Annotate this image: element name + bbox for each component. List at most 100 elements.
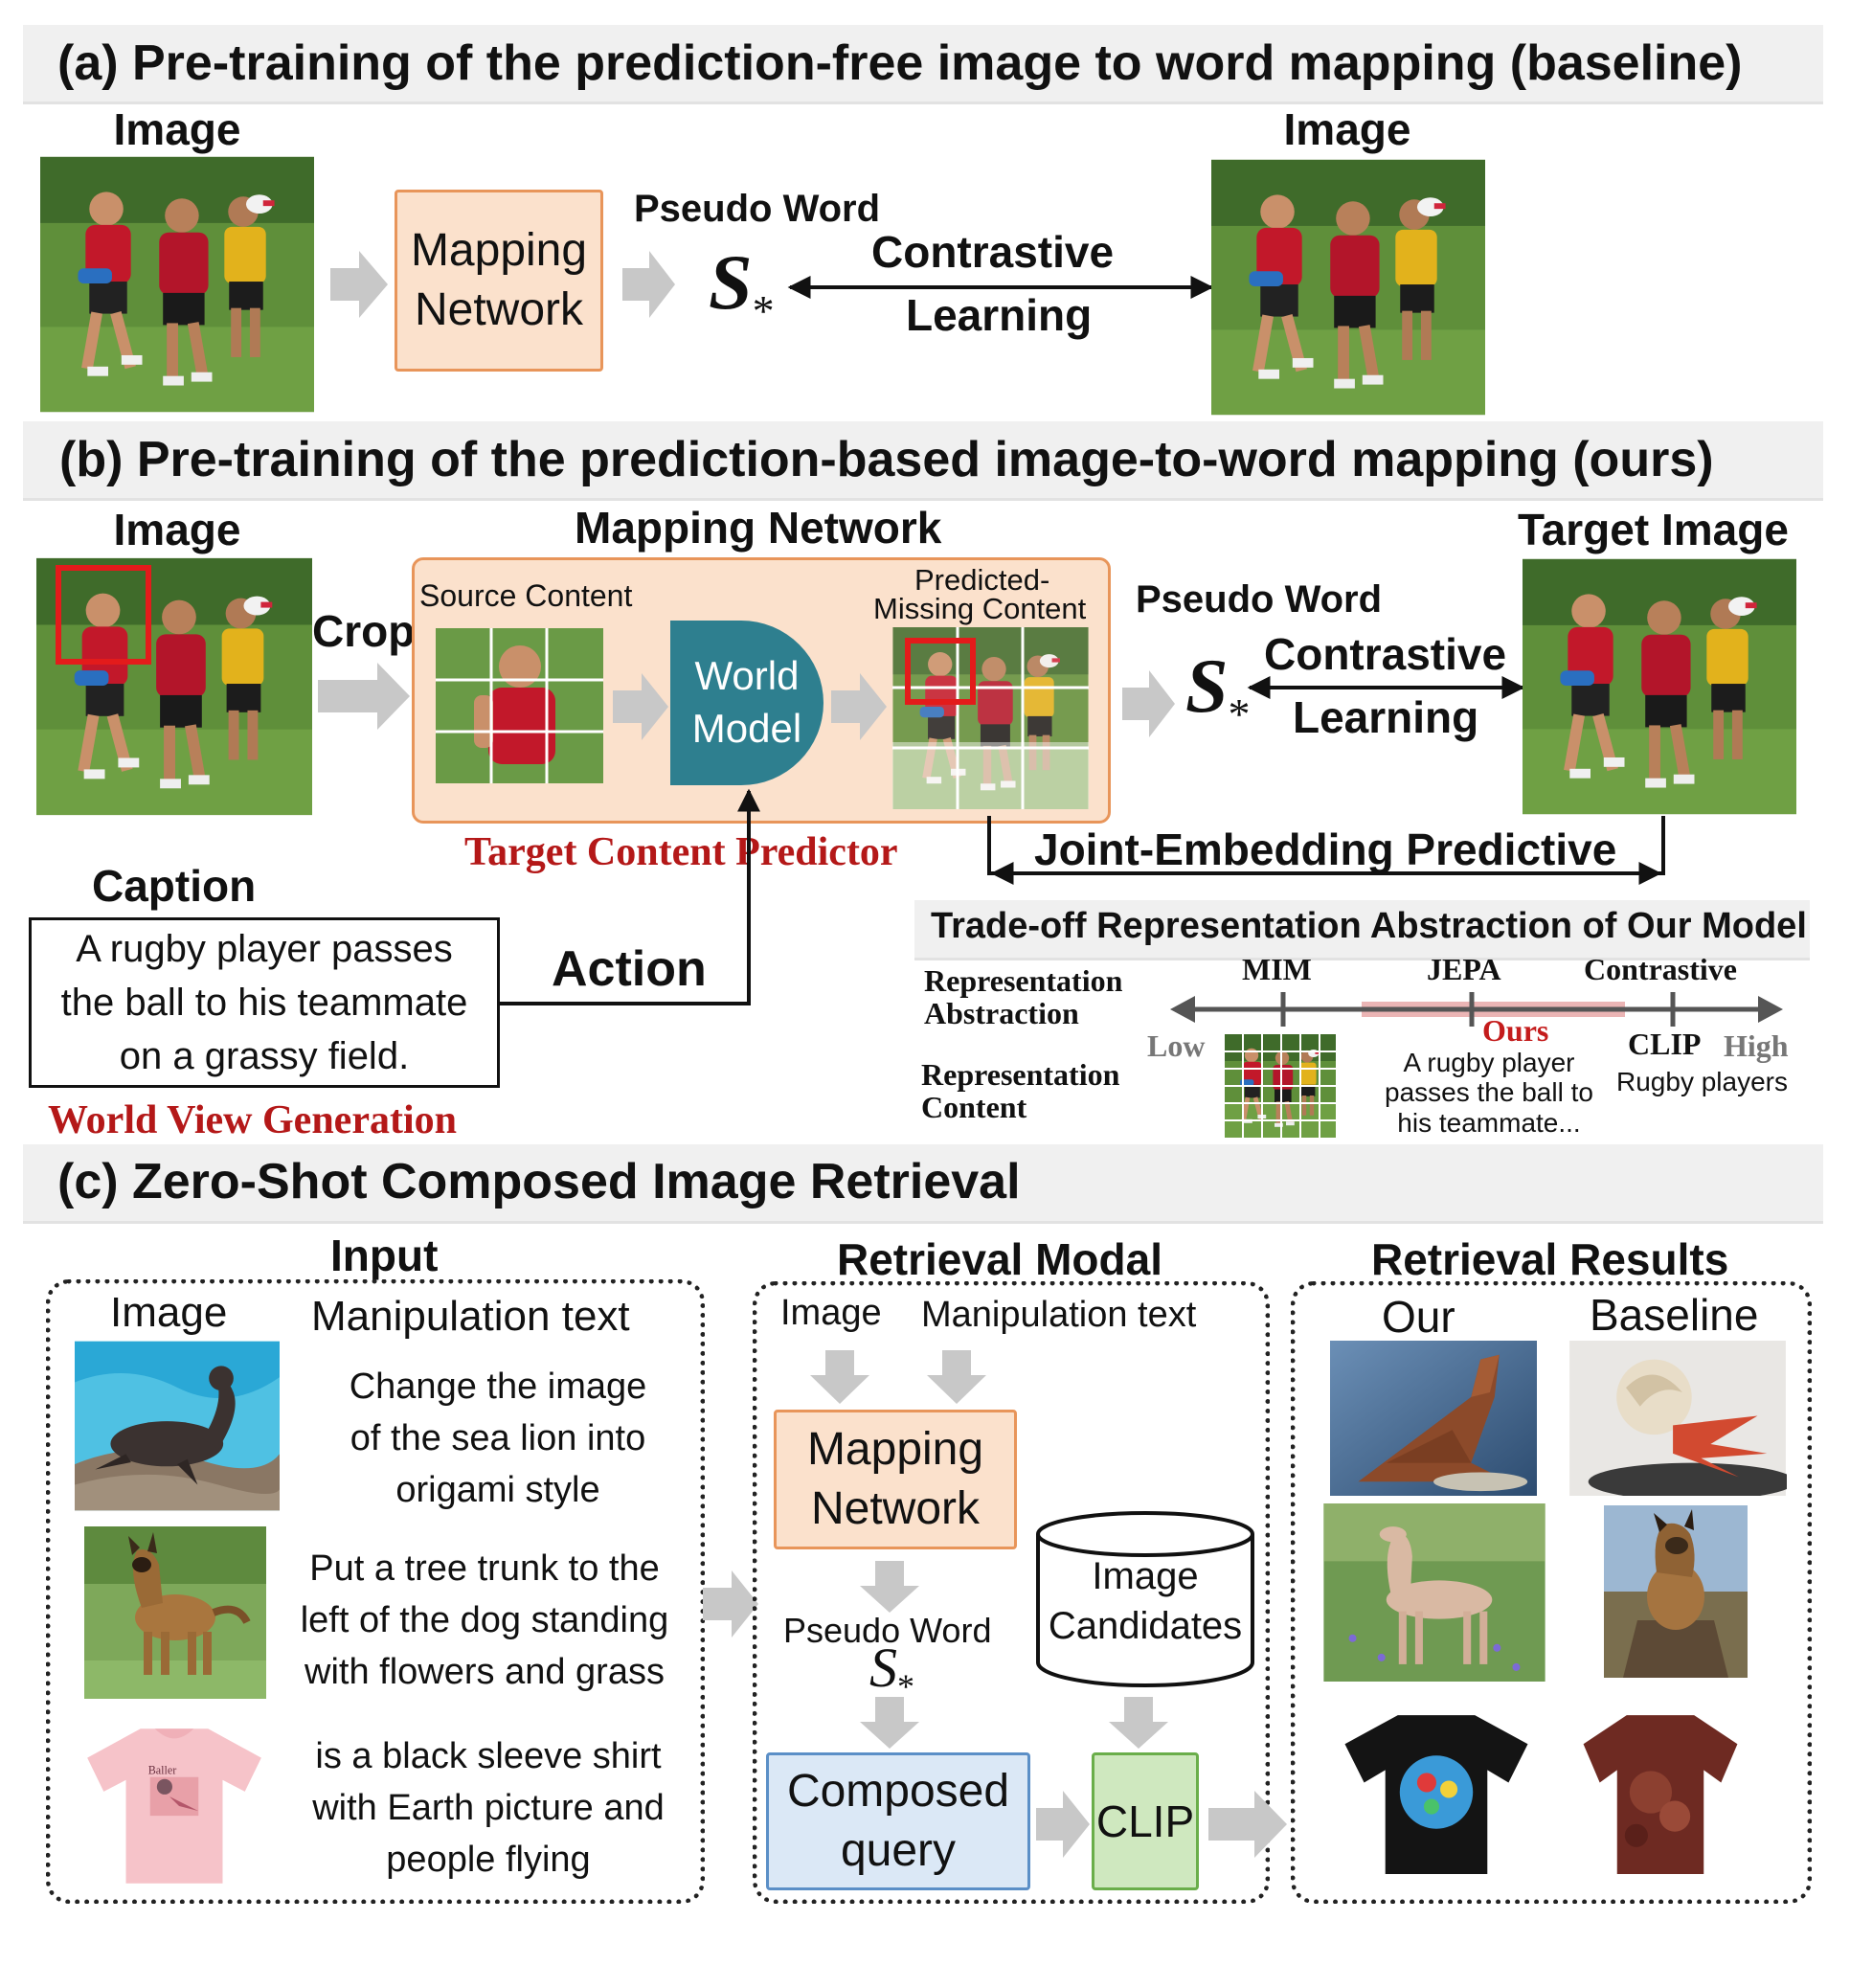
target-image-label: Target Image — [1518, 505, 1789, 554]
section-b-title: (b) Pre-training of the prediction-based… — [59, 432, 1714, 487]
rm-symbol: S* — [869, 1637, 914, 1706]
predicted-label-line2: Missing Content — [873, 592, 1087, 625]
target-image — [1523, 557, 1796, 816]
rm-image-label: Image — [780, 1293, 882, 1333]
tradeoff-row1-label: Representation Abstraction — [924, 963, 1123, 1030]
section-a-mapping-network: Mapping Network — [395, 190, 603, 372]
retrieval-results-label: Retrieval Results — [1371, 1234, 1729, 1284]
retrieval-modal-label: Retrieval Modal — [837, 1234, 1162, 1284]
tradeoff-ours-text: A rugby player passes the ball to his te… — [1385, 1048, 1593, 1138]
tradeoff-contrastive: Contrastive — [1584, 952, 1737, 986]
caption-box: A rugby player passes the ball to his te… — [29, 917, 500, 1088]
composed-query-text: Composed query — [786, 1765, 1010, 1876]
predictor-to-pseudo-arrow — [1122, 670, 1175, 737]
rm-manip-label: Manipulation text — [921, 1295, 1197, 1335]
tradeoff-clip-text: Rugby players — [1616, 1067, 1788, 1096]
section-a-learning: Learning — [906, 290, 1093, 340]
rm-pseudo-word: Pseudo Word — [783, 1611, 992, 1650]
section-a-arrow-2 — [622, 251, 675, 318]
tradeoff-mim: MIM — [1242, 952, 1312, 986]
section-b-image-label: Image — [113, 505, 241, 554]
section-a-header — [23, 25, 1823, 104]
result-our-2 — [1323, 1503, 1545, 1682]
section-b-learning: Learning — [1293, 692, 1479, 742]
rm-mapping-network-text: Mapping Network — [806, 1423, 984, 1534]
section-a-pseudo-word: Pseudo Word — [634, 188, 881, 230]
pink-shirt-image — [73, 1714, 276, 1888]
section-b-contrastive: Contrastive — [1264, 629, 1507, 679]
section-a-title: (a) Pre-training of the prediction-free … — [57, 35, 1743, 91]
section-a-image-left-label: Image — [113, 104, 241, 154]
tradeoff-high: High — [1724, 1028, 1789, 1063]
result-baseline-3 — [1578, 1701, 1743, 1879]
input-panel — [46, 1279, 705, 1904]
rm-mapping-network: Mapping Network — [774, 1410, 1017, 1549]
action-label: Action — [552, 941, 707, 997]
caption-label: Caption — [92, 861, 257, 911]
section-a-mapping-network-text: Mapping Network — [410, 224, 588, 335]
retrieval-results-panel — [1291, 1281, 1812, 1904]
mim-grid-image — [1224, 1034, 1337, 1138]
manip-text-2: Put a tree trunk to the left of the dog … — [300, 1548, 669, 1692]
clip-to-results-arrow — [1208, 1791, 1287, 1858]
results-baseline-col: Baseline — [1590, 1290, 1759, 1340]
tradeoff-ours: Ours — [1482, 1013, 1549, 1048]
target-content-predictor-label: Target Content Predictor — [464, 830, 898, 874]
source-to-world-arrow — [613, 673, 668, 740]
tradeoff-header — [914, 900, 1810, 960]
crop-arrow — [318, 663, 410, 730]
result-baseline-2 — [1604, 1503, 1748, 1680]
section-b-symbol: S* — [1185, 644, 1251, 738]
candidates-to-clip-arrow — [1109, 1697, 1168, 1749]
manip-text-3: is a black sleeve shirt with Earth pictu… — [312, 1736, 665, 1880]
caption-text: A rugby player passes the ball to his te… — [60, 928, 468, 1077]
tradeoff-clip: CLIP — [1628, 1027, 1702, 1061]
section-a-image-right-label: Image — [1283, 104, 1411, 154]
action-arrow — [500, 788, 760, 1005]
tradeoff-low: Low — [1147, 1028, 1206, 1063]
section-b-contrastive-arrow — [1247, 676, 1525, 699]
world-to-predicted-arrow — [831, 673, 887, 740]
dog-image — [84, 1526, 266, 1699]
predicted-label-line1: Predicted- — [914, 563, 1050, 597]
input-manip-col: Manipulation text — [311, 1293, 630, 1340]
crop-label: Crop — [312, 606, 416, 656]
input-label: Input — [330, 1231, 439, 1280]
section-b-pseudo-word: Pseudo Word — [1136, 578, 1383, 621]
section-a-contrastive: Contrastive — [871, 227, 1115, 277]
result-our-3 — [1335, 1701, 1538, 1879]
tradeoff-title: Trade-off Representation Abstraction of … — [931, 906, 1807, 946]
rm-manip-down-arrow — [927, 1350, 986, 1404]
world-model-block: World Model — [670, 621, 823, 785]
input-to-modal-arrow — [703, 1570, 758, 1638]
mapping-network-label: Mapping Network — [575, 503, 942, 553]
section-a-symbol: S* — [709, 238, 775, 335]
world-view-generation-label: World View Generation — [48, 1098, 457, 1142]
tradeoff-jepa: JEPA — [1427, 952, 1501, 986]
section-a-arrow-1 — [330, 251, 388, 318]
result-baseline-1 — [1568, 1341, 1787, 1496]
crop-region-box — [56, 565, 151, 665]
results-our-col: Our — [1382, 1292, 1455, 1342]
clip-text: CLIP — [1095, 1796, 1195, 1846]
image-candidates-label: Image Candidates — [1048, 1555, 1243, 1647]
section-a-input-image — [40, 155, 314, 414]
section-a-contrastive-arrow — [787, 276, 1214, 299]
query-to-clip-arrow — [1036, 1791, 1090, 1858]
clip-box: CLIP — [1092, 1752, 1199, 1890]
section-a-output-image — [1211, 159, 1485, 416]
image-candidates-cylinder — [1036, 1511, 1254, 1687]
section-b-header — [23, 421, 1823, 501]
abstraction-axis — [1170, 992, 1783, 1027]
composed-query-box: Composed query — [766, 1752, 1030, 1890]
result-our-1 — [1329, 1341, 1538, 1496]
pseudo-to-query-arrow — [860, 1697, 919, 1749]
rm-image-down-arrow — [810, 1350, 869, 1404]
joint-embedding-bracket — [987, 816, 1665, 885]
retrieval-modal-panel — [753, 1281, 1270, 1904]
source-content-image — [436, 628, 603, 783]
predicted-missing-content-image — [892, 627, 1089, 809]
section-b-input-image — [36, 557, 312, 816]
world-model-text: World Model — [691, 653, 802, 751]
sealion-image — [75, 1341, 280, 1511]
